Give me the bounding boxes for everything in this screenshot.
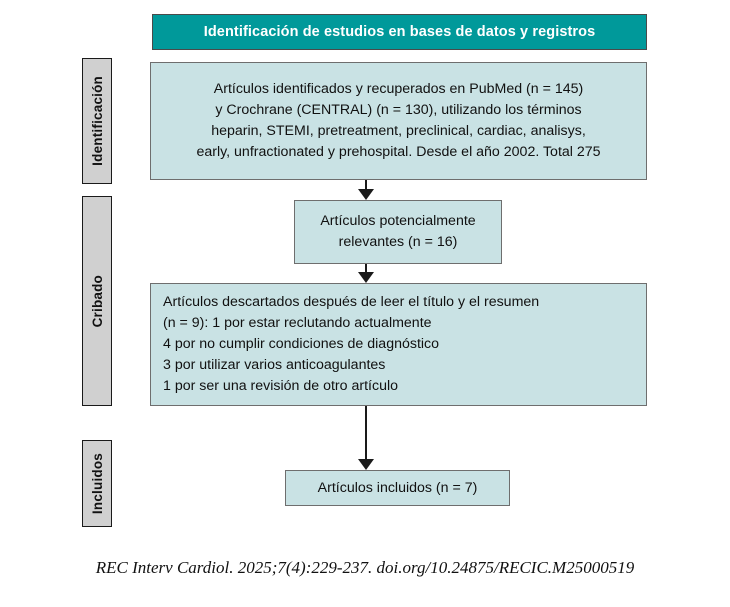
arrow-relevant-to-excluded-head-icon xyxy=(358,272,374,283)
stage-label-cribado: Cribado xyxy=(82,196,112,406)
box-identified-line-3: heparin, STEMI, pretreatment, preclinica… xyxy=(211,123,586,139)
box-potentially-relevant: Artículos potencialmente relevantes (n =… xyxy=(294,200,502,264)
diagram-header-title: Identificación de estudios en bases de d… xyxy=(203,24,596,40)
diagram-header: Identificación de estudios en bases de d… xyxy=(152,14,647,50)
stage-label-identificacion-text: Identificación xyxy=(89,76,105,166)
stage-label-incluidos: Incluidos xyxy=(82,440,112,527)
arrow-relevant-to-excluded-line xyxy=(365,264,367,275)
box-relevant-line-1: Artículos potencialmente xyxy=(320,213,476,229)
box-excluded-line-1: Artículos descartados después de leer el… xyxy=(163,294,540,310)
arrow-identified-to-relevant-line xyxy=(365,180,367,192)
box-included-line-1: Artículos incluidos (n = 7) xyxy=(317,479,478,496)
box-excluded-line-5: 1 por ser una revisión de otro artículo xyxy=(163,378,399,394)
box-identified-line-1: Artículos identificados y recuperados en… xyxy=(213,81,584,97)
box-identified-records: Artículos identificados y recuperados en… xyxy=(150,62,647,180)
box-excluded-line-2: (n = 9): 1 por estar reclutando actualme… xyxy=(163,315,432,331)
arrow-excluded-to-included-head-icon xyxy=(358,459,374,470)
box-identified-line-2: y Crochrane (CENTRAL) (n = 130), utiliza… xyxy=(215,102,582,118)
box-excluded-records: Artículos descartados después de leer el… xyxy=(150,283,647,406)
arrow-excluded-to-included-line xyxy=(365,406,367,460)
stage-label-incluidos-text: Incluidos xyxy=(89,452,105,515)
box-included-studies: Artículos incluidos (n = 7) xyxy=(285,470,510,506)
box-identified-line-4: early, unfractionated y prehospital. Des… xyxy=(196,144,601,160)
box-excluded-line-4: 3 por utilizar varios anticoagulantes xyxy=(163,357,386,373)
citation-text: REC Interv Cardiol. 2025;7(4):229-237. d… xyxy=(95,558,635,577)
stage-label-identificacion: Identificación xyxy=(82,58,112,184)
box-excluded-line-3: 4 por no cumplir condiciones de diagnóst… xyxy=(163,336,440,352)
stage-label-cribado-text: Cribado xyxy=(89,274,105,328)
arrow-identified-to-relevant-head-icon xyxy=(358,189,374,200)
box-relevant-line-2: relevantes (n = 16) xyxy=(338,234,458,250)
